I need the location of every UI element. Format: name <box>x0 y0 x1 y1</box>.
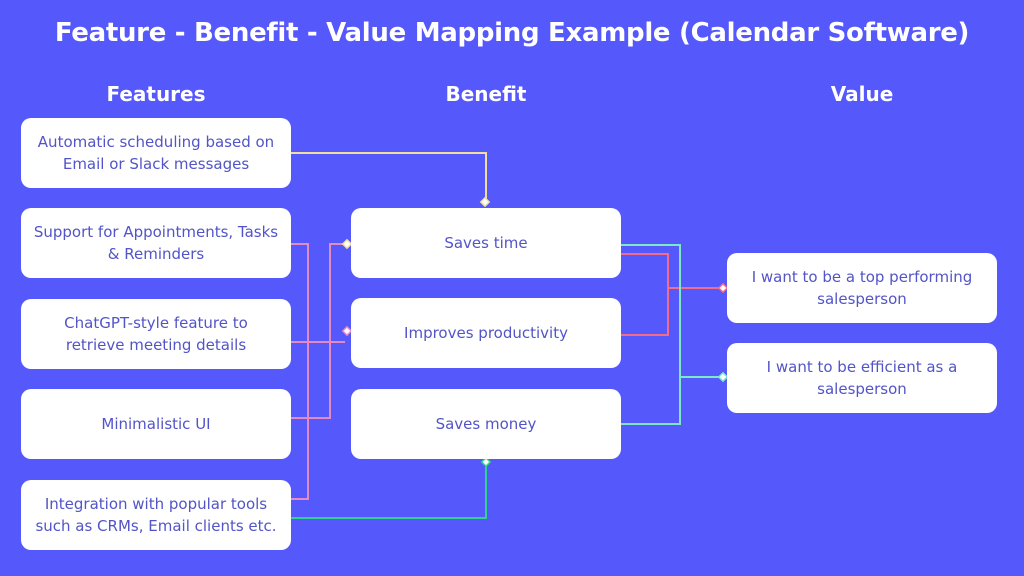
feature-label: ChatGPT-style feature to retrieve meetin… <box>64 314 248 354</box>
feature-box-chatgpt: ChatGPT-style feature to retrieve meetin… <box>21 299 291 369</box>
value-box-efficient: I want to be efficient as a salesperson <box>727 343 997 413</box>
feature-box-minimalistic-ui: Minimalistic UI <box>21 389 291 459</box>
page-title: Feature - Benefit - Value Mapping Exampl… <box>54 18 970 48</box>
connector-features-benefit1 <box>291 243 345 500</box>
connector-node <box>341 238 353 250</box>
benefit-label: Saves time <box>444 234 528 252</box>
connector-node <box>717 282 729 294</box>
value-label: I want to be efficient as a salesperson <box>766 358 958 398</box>
connector-node <box>480 456 492 468</box>
benefit-header: Benefit <box>445 82 527 106</box>
connector-feature1-benefit1 <box>291 152 487 202</box>
connector-feature5-benefit3 <box>291 463 487 519</box>
feature-box-integration: Integration with popular tools such as C… <box>21 480 291 550</box>
feature-label: Automatic scheduling based on Email or S… <box>37 133 275 173</box>
benefit-box-saves-time: Saves time <box>351 208 621 278</box>
connector-benefits-value1 <box>621 253 721 336</box>
feature-label: Support for Appointments, Tasks & Remind… <box>33 223 279 263</box>
value-box-top-performing: I want to be a top performing salesperso… <box>727 253 997 323</box>
connector-node <box>479 196 491 208</box>
benefit-label: Improves productivity <box>404 324 568 342</box>
connector-node <box>341 325 353 337</box>
connector-benefits-value2 <box>621 244 721 425</box>
feature-box-appointments: Support for Appointments, Tasks & Remind… <box>21 208 291 278</box>
feature-label: Minimalistic UI <box>101 415 211 433</box>
benefit-label: Saves money <box>435 415 537 433</box>
connector-node <box>717 371 729 383</box>
benefit-box-saves-money: Saves money <box>351 389 621 459</box>
value-header: Value <box>830 82 894 106</box>
features-header: Features <box>106 82 206 106</box>
benefit-box-improves-productivity: Improves productivity <box>351 298 621 368</box>
value-label: I want to be a top performing salesperso… <box>751 268 973 308</box>
feature-label: Integration with popular tools such as C… <box>35 495 277 535</box>
feature-box-automatic-scheduling: Automatic scheduling based on Email or S… <box>21 118 291 188</box>
